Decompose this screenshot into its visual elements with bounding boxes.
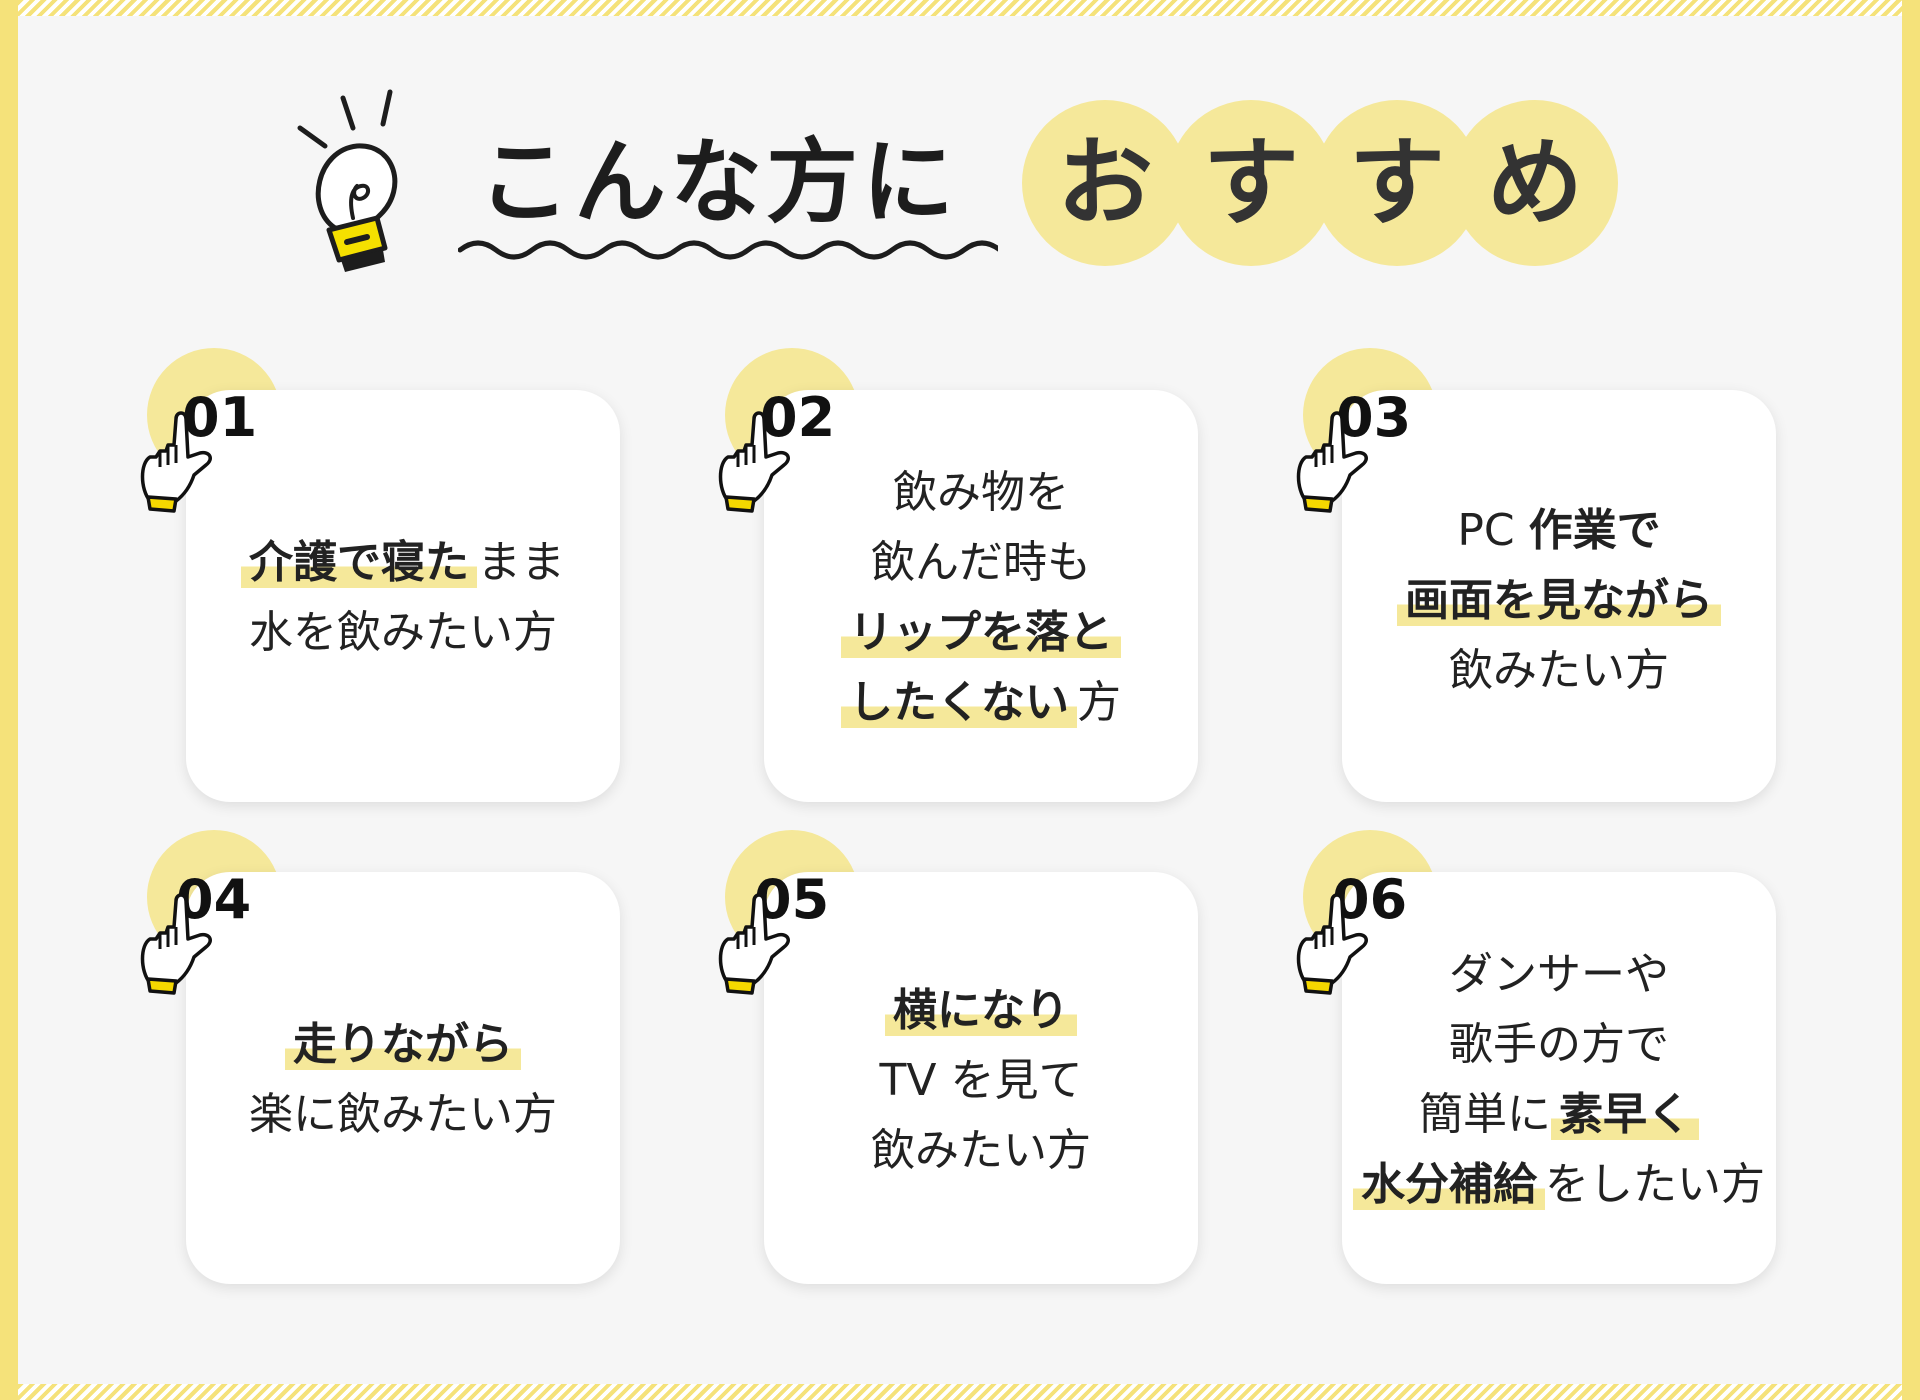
pointing-hand-icon	[140, 411, 212, 513]
card-line: 介護で寝たまま	[186, 528, 620, 598]
wavy-underline	[458, 240, 998, 260]
highlight-char: す	[1203, 127, 1299, 239]
recommend-card-04	[186, 872, 620, 1284]
highlight-text: 横になり	[885, 985, 1077, 1036]
card-line: リップを落と	[764, 598, 1198, 668]
lightbulb-icon	[297, 89, 398, 272]
card-line: PC 作業で	[1342, 496, 1776, 566]
card-number: 01	[182, 386, 258, 449]
card-line: 飲み物を	[893, 467, 1069, 518]
card-number: 02	[760, 386, 836, 449]
pointing-hand-icon	[718, 411, 790, 513]
highlight-text: 走りながら	[285, 1019, 521, 1070]
highlight-circle: す	[1314, 100, 1480, 266]
card-text: 横になり TV を見て 飲みたい方	[764, 976, 1198, 1186]
card-text: ダンサーや 歌手の方で 簡単に素早く 水分補給をしたい方	[1342, 940, 1776, 1220]
highlight-char: め	[1487, 127, 1583, 239]
recommend-card-06	[1342, 872, 1776, 1284]
highlight-text: 介護で寝た	[241, 537, 477, 588]
pointing-hand-icon	[1296, 411, 1368, 513]
card-text: PC 作業で 画面を見ながら 飲みたい方	[1342, 496, 1776, 706]
top-stripe-border	[0, 0, 1920, 16]
bold-text: 作業で	[1528, 505, 1661, 556]
recommend-card-01	[186, 390, 620, 802]
recommend-highlight: お す す め	[1022, 100, 1622, 270]
highlight-circle: す	[1168, 100, 1334, 266]
highlight-text: したくない	[841, 677, 1077, 728]
page-title: こんな方に	[478, 129, 959, 236]
card-line: 飲みたい方	[1449, 645, 1669, 696]
pointing-hand-icon	[718, 893, 790, 995]
card-line: 飲みたい方	[871, 1125, 1091, 1176]
card-number: 03	[1336, 386, 1412, 449]
right-border	[1902, 0, 1920, 1400]
card-line: 水を飲みたい方	[249, 607, 557, 658]
highlight-char: す	[1349, 127, 1445, 239]
card-line: 歌手の方で	[1449, 1019, 1669, 1070]
card-line: したくない方	[764, 668, 1198, 738]
left-border	[0, 0, 18, 1400]
highlight-circle: お	[1022, 100, 1188, 266]
recommend-card-05	[764, 872, 1198, 1284]
card-line: 飲んだ時も	[871, 537, 1091, 588]
card-line: 走りながら	[186, 1010, 620, 1080]
card-text: 走りながら 楽に飲みたい方	[186, 1010, 620, 1150]
highlight-char: お	[1057, 127, 1153, 239]
card-line: 横になり	[764, 976, 1198, 1046]
plain-text: をしたい方	[1545, 1159, 1765, 1210]
card-line: 簡単に素早く	[1342, 1080, 1776, 1150]
highlight-text: 水分補給	[1353, 1159, 1545, 1210]
highlight-text: 画面を見ながら	[1397, 575, 1721, 626]
highlight-text: 素早く	[1551, 1089, 1699, 1140]
card-text: 飲み物を 飲んだ時も リップを落と したくない方	[764, 458, 1198, 738]
pointing-hand-icon	[1296, 893, 1368, 995]
pointing-hand-icon	[140, 893, 212, 995]
highlight-circle: め	[1452, 100, 1618, 266]
bottom-stripe-border	[0, 1384, 1920, 1400]
plain-text: まま	[477, 537, 565, 588]
card-line: TV を見て	[879, 1055, 1083, 1106]
recommend-card-02	[764, 390, 1198, 802]
card-line: 画面を見ながら	[1342, 566, 1776, 636]
plain-text: PC	[1457, 505, 1529, 556]
plain-text: 簡単に	[1419, 1089, 1551, 1140]
plain-text: 方	[1077, 677, 1121, 728]
card-line: ダンサーや	[1449, 949, 1669, 1000]
card-line: 楽に飲みたい方	[249, 1089, 557, 1140]
highlight-text: リップを落と	[841, 607, 1121, 658]
card-line: 水分補給をしたい方	[1342, 1150, 1776, 1220]
card-text: 介護で寝たまま 水を飲みたい方	[186, 528, 620, 668]
